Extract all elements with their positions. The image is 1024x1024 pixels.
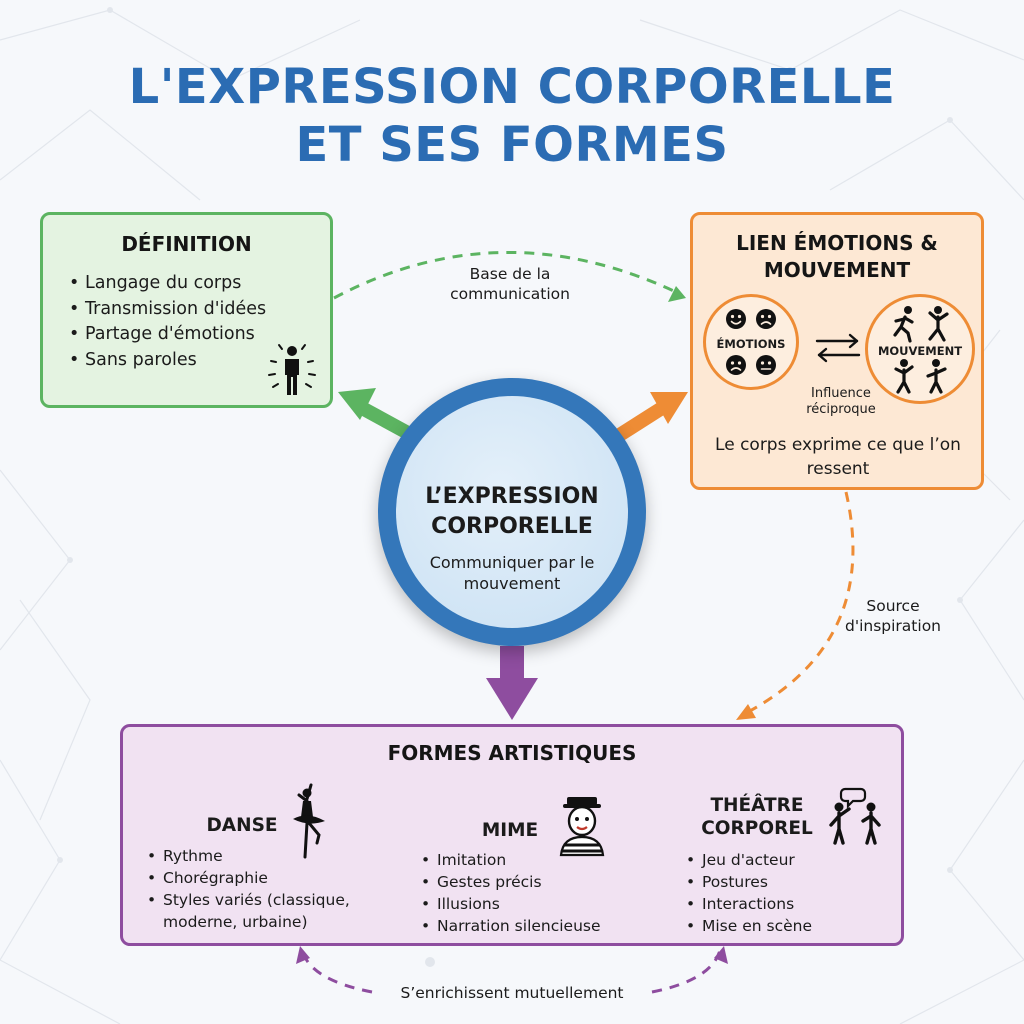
central-concept-subtitle: Communiquer par le mouvement <box>429 553 595 593</box>
artistic-forms-box: FORMES ARTISTIQUES DANSE Rythme Chorégra… <box>120 724 904 946</box>
person-radiating-icon <box>268 344 316 395</box>
list-item: Partage d'émotions <box>67 322 266 348</box>
mime-list: Imitation Gestes précis Illusions Narrat… <box>419 849 601 937</box>
central-concept-inner: L’EXPRESSION CORPORELLE Communiquer par … <box>396 396 628 628</box>
list-item: Transmission d'idées <box>67 297 266 323</box>
movement-circle: MOUVEMENT <box>865 294 975 404</box>
list-item: Gestes précis <box>419 871 601 893</box>
theatre-list: Jeu d'acteur Postures Interactions Mise … <box>684 849 812 937</box>
definition-title: DÉFINITION <box>121 232 252 256</box>
emotions-circle: ÉMOTIONS <box>703 294 799 390</box>
mime-name: MIME <box>481 820 539 841</box>
title-line-2: ET SES FORMES <box>295 117 729 173</box>
emotions-caption: Le corps exprime ce que l’on ressent <box>715 435 961 479</box>
connector-label-source: Source d'inspiration <box>844 597 941 635</box>
mime-face-icon <box>559 797 605 857</box>
emotions-movement-box: LIEN ÉMOTIONS & MOUVEMENT ÉMOTIONS <box>690 212 984 490</box>
list-item: Jeu d'acteur <box>684 849 812 871</box>
central-concept-title: L’EXPRESSION CORPORELLE <box>425 484 599 539</box>
definition-list: Langage du corps Transmission d'idées Pa… <box>67 271 266 373</box>
actors-dialogue-icon <box>829 787 881 845</box>
title-line-1: L'EXPRESSION CORPORELLE <box>128 59 896 115</box>
emotion-faces-icon <box>726 309 776 375</box>
danse-list: Rythme Chorégraphie Styles variés (class… <box>145 845 375 933</box>
list-item: Imitation <box>419 849 601 871</box>
connector-label-base: Base de la communication <box>450 265 570 303</box>
dancer-icon <box>293 783 325 859</box>
list-item: Illusions <box>419 893 601 915</box>
definition-box: DÉFINITION Langage du corps Transmission… <box>40 212 333 408</box>
danse-name: DANSE <box>206 815 278 836</box>
page-title: L'EXPRESSION CORPORELLE ET SES FORMES <box>0 58 1024 174</box>
artistic-forms-title: FORMES ARTISTIQUES <box>387 741 637 765</box>
list-item: Langage du corps <box>67 271 266 297</box>
list-item: Mise en scène <box>684 915 812 937</box>
movement-label: MOUVEMENT <box>877 344 963 358</box>
emotions-movement-title: LIEN ÉMOTIONS & MOUVEMENT <box>736 231 938 282</box>
list-item: Sans paroles <box>67 348 266 374</box>
list-item: Chorégraphie <box>145 867 375 889</box>
central-concept-circle: L’EXPRESSION CORPORELLE Communiquer par … <box>378 378 646 646</box>
two-way-arrows-icon <box>815 333 861 363</box>
list-item: Narration silencieuse <box>419 915 601 937</box>
list-item: Styles variés (classique, moderne, urbai… <box>145 889 375 933</box>
theatre-name: THÉÂTRE CORPOREL <box>701 795 813 839</box>
list-item: Rythme <box>145 845 375 867</box>
moving-figures-icon <box>893 306 949 394</box>
influence-label: Influence réciproque <box>806 386 876 417</box>
emotions-label: ÉMOTIONS <box>716 337 786 351</box>
connector-label-enrich: S’enrichissent mutuellement <box>400 984 624 1002</box>
list-item: Interactions <box>684 893 812 915</box>
list-item: Postures <box>684 871 812 893</box>
